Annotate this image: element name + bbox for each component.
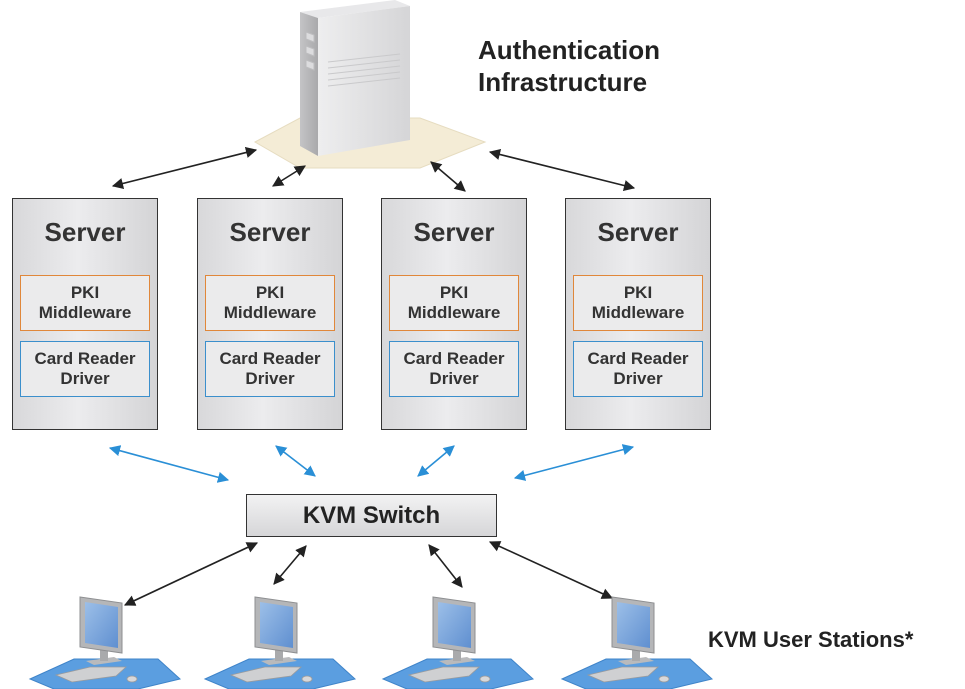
workstation-icon — [560, 596, 714, 689]
connector-auth-server-2 — [272, 165, 306, 187]
connector-kvm-station-3 — [428, 544, 463, 588]
workstation-icon — [203, 596, 357, 689]
server-1: Server PKI Middleware Card Reader Driver — [12, 198, 158, 430]
middleware-label: Middleware — [223, 303, 317, 322]
pki-middleware-box: PKI Middleware — [389, 275, 519, 331]
card-reader-driver-box: Card Reader Driver — [20, 341, 150, 397]
server-title: Server — [229, 217, 311, 247]
authentication-label-line1: Authentication — [478, 35, 660, 65]
middleware-label: Middleware — [591, 303, 685, 322]
card-reader-label: Card Reader — [34, 349, 136, 368]
driver-label: Driver — [613, 369, 663, 388]
connector-kvm-station-2 — [273, 545, 307, 585]
server-4: Server PKI Middleware Card Reader Driver — [565, 198, 711, 430]
connector-kvm-station-4 — [488, 541, 614, 599]
card-reader-label: Card Reader — [403, 349, 505, 368]
card-reader-label: Card Reader — [219, 349, 321, 368]
kvm-station-connectors — [123, 541, 614, 606]
pki-label: PKI — [70, 283, 100, 302]
pki-label: PKI — [255, 283, 285, 302]
connector-server-kvm-3 — [417, 445, 455, 477]
pki-middleware-box: PKI Middleware — [205, 275, 335, 331]
pki-label: PKI — [623, 283, 653, 302]
kvm-user-stations-label: KVM User Stations* — [708, 627, 914, 652]
pki-middleware-box: PKI Middleware — [20, 275, 150, 331]
workstation-icon — [28, 596, 182, 689]
connector-server-kvm-4 — [513, 444, 635, 481]
authentication-infrastructure-label: Authentication Infrastructure — [478, 34, 660, 98]
connector-auth-server-3 — [430, 161, 466, 192]
connector-auth-server-1 — [111, 147, 258, 189]
server-title: Server — [413, 217, 495, 247]
server-title: Server — [597, 217, 679, 247]
server-3: Server PKI Middleware Card Reader Driver — [381, 198, 527, 430]
middleware-label: Middleware — [38, 303, 132, 322]
pki-label: PKI — [439, 283, 469, 302]
workstation-icon — [381, 596, 535, 689]
authentication-server-icon — [253, 0, 487, 169]
connector-auth-server-4 — [488, 149, 636, 191]
workstations — [28, 596, 714, 689]
auth-server-connectors — [111, 147, 636, 192]
server-2: Server PKI Middleware Card Reader Driver — [197, 198, 343, 430]
connector-server-kvm-2 — [275, 445, 316, 477]
card-reader-driver-box: Card Reader Driver — [573, 341, 703, 397]
driver-label: Driver — [429, 369, 479, 388]
kvm-switch-label: KVM Switch — [302, 501, 441, 529]
server-kvm-connectors — [108, 444, 635, 483]
card-reader-label: Card Reader — [587, 349, 689, 368]
pki-middleware-box: PKI Middleware — [573, 275, 703, 331]
middleware-label: Middleware — [407, 303, 501, 322]
connector-kvm-station-1 — [123, 542, 259, 606]
driver-label: Driver — [60, 369, 110, 388]
kvm-switch-box: KVM Switch — [246, 494, 497, 537]
authentication-label-line2: Infrastructure — [478, 67, 648, 97]
server-title: Server — [44, 217, 126, 247]
card-reader-driver-box: Card Reader Driver — [389, 341, 519, 397]
driver-label: Driver — [245, 369, 295, 388]
card-reader-driver-box: Card Reader Driver — [205, 341, 335, 397]
connector-server-kvm-1 — [108, 445, 230, 483]
